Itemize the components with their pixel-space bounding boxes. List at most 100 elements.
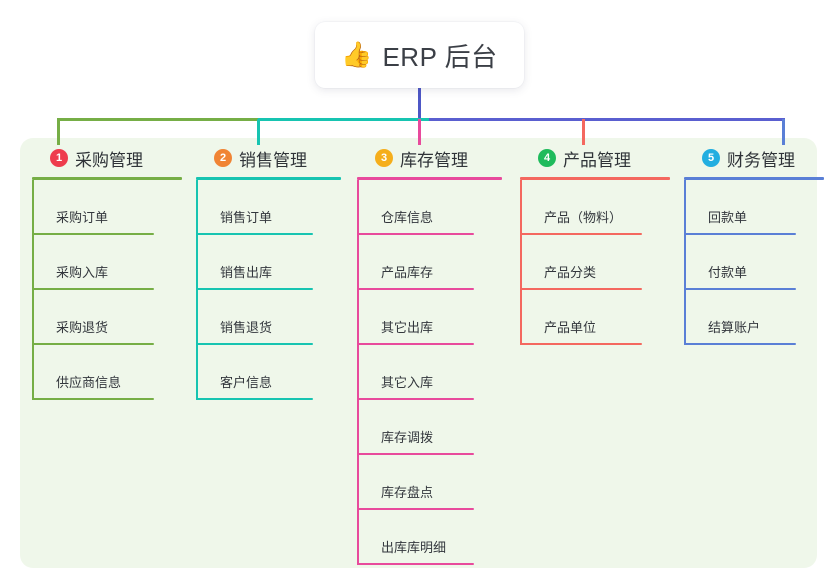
child-label: 销售出库: [220, 265, 273, 280]
branch-header-3[interactable]: 3 库存管理: [357, 145, 502, 171]
branch-3: 3 库存管理仓库信息产品库存其它出库其它入库库存调拨库存盘点出库库明细: [357, 145, 502, 565]
child-underline: [196, 288, 313, 290]
child-label: 付款单: [708, 265, 748, 280]
branch-badge-4: 4: [538, 149, 556, 167]
child-label: 采购退货: [56, 320, 109, 335]
child-label: 仓库信息: [381, 210, 434, 225]
branch-title-4: 产品管理: [563, 150, 631, 170]
branch-spine-4: [520, 180, 522, 345]
branch-header-2[interactable]: 2 销售管理: [196, 145, 341, 171]
branch-title-5: 财务管理: [727, 150, 795, 170]
child-underline: [32, 288, 154, 290]
child-underline: [196, 233, 313, 235]
child-item[interactable]: 库存调拨: [357, 400, 502, 455]
child-item[interactable]: 结算账户: [684, 290, 824, 345]
child-label: 销售订单: [220, 210, 273, 225]
child-underline: [32, 233, 154, 235]
branch-children-4: 产品（物料） 产品分类产品单位: [520, 180, 670, 345]
child-label: 产品（物料）: [544, 210, 623, 225]
branch-children-1: 采购订单采购入库采购退货供应商信息: [32, 180, 182, 400]
branch-badge-3: 3: [375, 149, 393, 167]
child-item[interactable]: 供应商信息: [32, 345, 182, 400]
branch-2: 2 销售管理销售订单销售出库销售退货客户信息: [196, 145, 341, 400]
branch-spine-1: [32, 180, 34, 400]
child-item[interactable]: 回款单: [684, 180, 824, 235]
child-underline: [357, 508, 474, 510]
child-underline: [196, 398, 313, 400]
root-node[interactable]: 👍 ERP 后台: [315, 22, 524, 88]
branch-children-2: 销售订单销售出库销售退货客户信息: [196, 180, 341, 400]
branch-underline-1: [32, 177, 182, 180]
child-underline: [357, 453, 474, 455]
branch-underline-5: [684, 177, 824, 180]
branch-title-2: 销售管理: [239, 150, 307, 170]
child-item[interactable]: 采购入库: [32, 235, 182, 290]
child-underline: [357, 343, 474, 345]
child-underline: [684, 343, 796, 345]
child-label: 产品单位: [544, 320, 597, 335]
child-item[interactable]: 销售订单: [196, 180, 341, 235]
child-underline: [32, 398, 154, 400]
branch-underline-2: [196, 177, 341, 180]
child-item[interactable]: 产品（物料）: [520, 180, 670, 235]
child-label: 出库库明细: [381, 540, 447, 555]
branch-badge-5: 5: [702, 149, 720, 167]
child-item[interactable]: 其它入库: [357, 345, 502, 400]
child-underline: [357, 288, 474, 290]
child-item[interactable]: 出库库明细: [357, 510, 502, 565]
child-item[interactable]: 其它出库: [357, 290, 502, 345]
child-label: 销售退货: [220, 320, 273, 335]
branch-header-5[interactable]: 5 财务管理: [684, 145, 824, 171]
branch-title-3: 库存管理: [400, 150, 468, 170]
child-label: 其它入库: [381, 375, 434, 390]
child-label: 产品分类: [544, 265, 597, 280]
child-label: 产品库存: [381, 265, 434, 280]
child-underline: [357, 398, 474, 400]
child-item[interactable]: 仓库信息: [357, 180, 502, 235]
branch-4: 4 产品管理产品（物料） 产品分类产品单位: [520, 145, 670, 345]
child-item[interactable]: 采购订单: [32, 180, 182, 235]
child-underline: [196, 343, 313, 345]
child-item[interactable]: 库存盘点: [357, 455, 502, 510]
child-underline: [357, 233, 474, 235]
child-item[interactable]: 产品分类: [520, 235, 670, 290]
root-title: ERP 后台: [382, 41, 498, 72]
branch-spine-5: [684, 180, 686, 345]
child-label: 结算账户: [708, 320, 761, 335]
branch-children-3: 仓库信息产品库存其它出库其它入库库存调拨库存盘点出库库明细: [357, 180, 502, 565]
branch-header-4[interactable]: 4 产品管理: [520, 145, 670, 171]
branch-children-5: 回款单付款单结算账户: [684, 180, 824, 345]
child-label: 库存盘点: [381, 485, 434, 500]
child-item[interactable]: 产品库存: [357, 235, 502, 290]
child-underline: [520, 233, 642, 235]
child-label: 回款单: [708, 210, 748, 225]
branch-spine-2: [196, 180, 198, 400]
branch-spine-3: [357, 180, 359, 565]
child-item[interactable]: 客户信息: [196, 345, 341, 400]
branch-5: 5 财务管理回款单付款单结算账户: [684, 145, 824, 345]
branch-title-1: 采购管理: [75, 150, 143, 170]
child-item[interactable]: 销售退货: [196, 290, 341, 345]
child-label: 客户信息: [220, 375, 273, 390]
branch-underline-4: [520, 177, 670, 180]
child-underline: [684, 233, 796, 235]
thumbs-up-icon: 👍: [341, 40, 373, 69]
child-label: 采购订单: [56, 210, 109, 225]
child-underline: [520, 343, 642, 345]
child-item[interactable]: 付款单: [684, 235, 824, 290]
branch-underline-3: [357, 177, 502, 180]
child-underline: [357, 563, 474, 565]
child-underline: [32, 343, 154, 345]
child-label: 其它出库: [381, 320, 434, 335]
child-label: 供应商信息: [56, 375, 122, 390]
child-item[interactable]: 采购退货: [32, 290, 182, 345]
child-underline: [684, 288, 796, 290]
branch-badge-2: 2: [214, 149, 232, 167]
child-underline: [520, 288, 642, 290]
child-label: 库存调拨: [381, 430, 434, 445]
child-item[interactable]: 产品单位: [520, 290, 670, 345]
child-item[interactable]: 销售出库: [196, 235, 341, 290]
